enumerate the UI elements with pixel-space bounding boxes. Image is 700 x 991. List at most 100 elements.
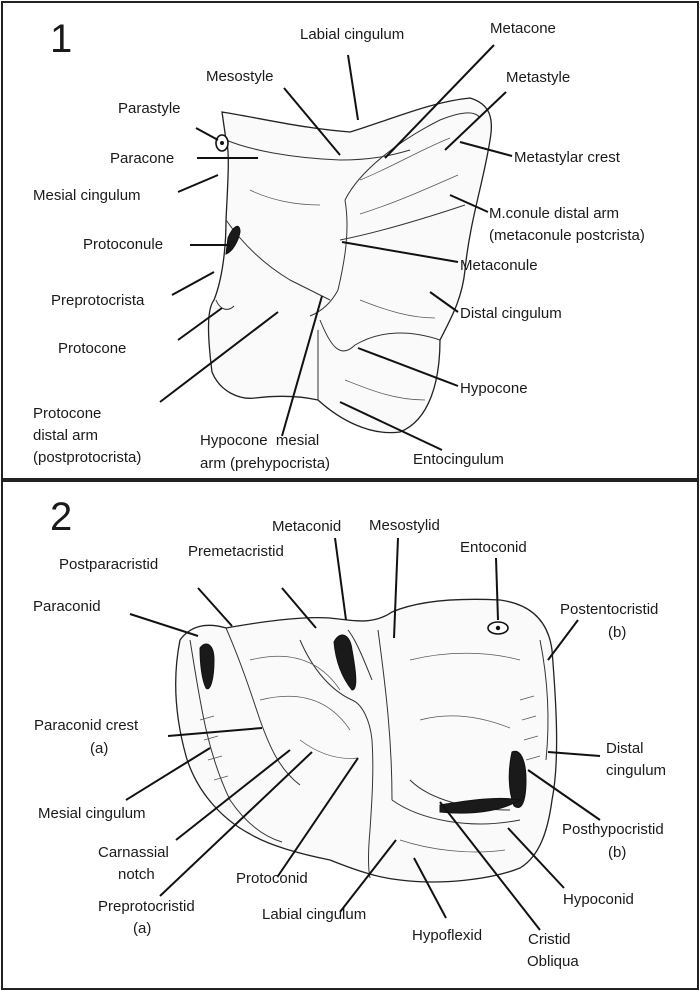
label-hypoconid: Hypoconid (563, 891, 634, 908)
panel-1-frame (1, 1, 699, 480)
label-hypoflexid: Hypoflexid (412, 927, 482, 944)
label-hypocone-mesial-arm-line2: arm (prehypocrista) (200, 455, 330, 472)
label-parastyle: Parastyle (118, 100, 181, 117)
panel-1: 1 (1, 1, 699, 480)
metaconid-leader (334, 537, 347, 621)
posthypocristid-leader (527, 769, 601, 821)
central-ridge (309, 199, 348, 317)
label-carnassial-notch-line1: Carnassial (98, 844, 169, 861)
label-cristid-obliqua-line1: Cristid (528, 931, 571, 948)
label-paraconid-crest-line2: (a) (90, 740, 108, 757)
label-postentocristid-line2: (b) (608, 624, 626, 641)
label-protocone-distal-arm-line3: (postprotocrista) (33, 449, 141, 466)
protocone-notch (215, 299, 235, 310)
texture-line (259, 695, 351, 731)
label-protoconule: Protoconule (83, 236, 163, 253)
label-posthypocristid-line2: (b) (608, 844, 626, 861)
hypocone-mesial-arm-leader (281, 295, 323, 437)
hypocone-leader (357, 347, 459, 387)
label-distal-cingulum: Distal cingulum (460, 305, 562, 322)
premetacristid-leader (281, 587, 317, 629)
label-postentocristid-line1: Postentocristid (560, 601, 658, 618)
label-entoconid: Entoconid (460, 539, 527, 556)
label-mesial-cingulum: Mesial cingulum (33, 187, 141, 204)
label-mesostylid: Mesostylid (369, 517, 440, 534)
hypoflexid-leader (413, 857, 447, 919)
protoconid-wall (299, 639, 374, 879)
label-mconule-distal-arm-line2: (metaconule postcrista) (489, 227, 645, 244)
trigonid-wall (189, 639, 283, 843)
lower-molar-outline (175, 598, 558, 883)
parastyle-leader (195, 127, 219, 141)
label-paracone: Paracone (110, 150, 174, 167)
label-mesial-cingulum-2: Mesial cingulum (38, 805, 146, 822)
mconule-distal-arm-leader (449, 194, 489, 213)
protoconid-leader (277, 757, 359, 877)
metaconule-ridge (339, 204, 466, 241)
label-hypocone: Hypocone (460, 380, 528, 397)
texture-line (359, 174, 459, 215)
mesial-cingulum-leader-2 (125, 747, 211, 801)
mesostyle-leader (283, 87, 341, 156)
postentocristid-leader (547, 619, 579, 661)
upper-molar-drawing (207, 97, 493, 434)
paraconid-dark-facet (199, 643, 215, 690)
label-preprotocrista: Preprotocrista (51, 292, 145, 309)
texture-line (359, 299, 436, 319)
paraconid-leader (129, 613, 199, 637)
mesostylid-ridge (377, 629, 393, 801)
texture-line (399, 839, 506, 853)
protocone-leader (177, 307, 223, 341)
label-carnassial-notch-line2: notch (118, 866, 155, 883)
texture-line (359, 137, 451, 181)
texture-line (249, 655, 341, 691)
label-hypocone-mesial-arm-line1: Hypocone mesial (200, 432, 319, 449)
label-metastylar-crest: Metastylar crest (514, 149, 621, 166)
metaconule-leader (341, 241, 459, 263)
label-metaconule: Metaconule (460, 257, 538, 274)
parastyle-cusp-tip (220, 141, 224, 145)
label-protocone-distal-arm-line1: Protocone (33, 405, 101, 422)
hypoconid-dark-facet (508, 750, 527, 808)
texture-line (409, 652, 521, 661)
texture-line (299, 739, 359, 759)
label-cristid-obliqua-line2: Obliqua (527, 953, 579, 970)
postparacristid-leader (197, 587, 233, 627)
panel-1-number: 1 (50, 17, 72, 61)
entoconid-cusp-tip (495, 625, 501, 631)
distal-cingulum-leader (547, 751, 601, 757)
hypoconid-leader (507, 827, 565, 889)
carnassial-notch-leader (175, 749, 291, 841)
hatching (199, 715, 229, 781)
hatching (519, 695, 541, 761)
metastylar-crest-leader (459, 141, 513, 157)
panel-2-number: 2 (50, 495, 72, 539)
distal-ridge (539, 639, 549, 761)
label-preprotocristid-line2: (a) (133, 920, 151, 937)
label-paraconid-crest-line1: Paraconid crest (34, 717, 139, 734)
label-labial-cingulum-2: Labial cingulum (262, 906, 366, 923)
texture-line (419, 715, 511, 729)
label-metacone: Metacone (490, 20, 556, 37)
preprotocrista-leader (171, 271, 215, 296)
label-premetacristid: Premetacristid (188, 543, 284, 560)
metaconid-ridge (347, 629, 373, 681)
label-protocone-distal-arm-line2: distal arm (33, 427, 98, 444)
labial-cingulum-leader (347, 54, 359, 121)
label-protoconid: Protoconid (236, 870, 308, 887)
label-postparacristid: Postparacristid (59, 556, 158, 573)
paraconid-crest-leader (167, 727, 263, 737)
panel-2-labels: Metaconid Mesostylid Entoconid Postparac… (33, 517, 666, 970)
label-protocone: Protocone (58, 340, 126, 357)
protoconule-cusp (225, 225, 241, 255)
label-posthypocristid-line1: Posthypocristid (562, 821, 664, 838)
label-mconule-distal-arm-line1: M.conule distal arm (489, 205, 619, 222)
paracone-ridge (225, 139, 411, 161)
label-mesostyle: Mesostyle (206, 68, 274, 85)
lower-molar-drawing (175, 598, 558, 883)
metacone-ridge (344, 112, 481, 201)
label-preprotocristid-line1: Preprotocristid (98, 898, 195, 915)
texture-line (249, 189, 321, 206)
hypocone-ridge (319, 319, 441, 352)
